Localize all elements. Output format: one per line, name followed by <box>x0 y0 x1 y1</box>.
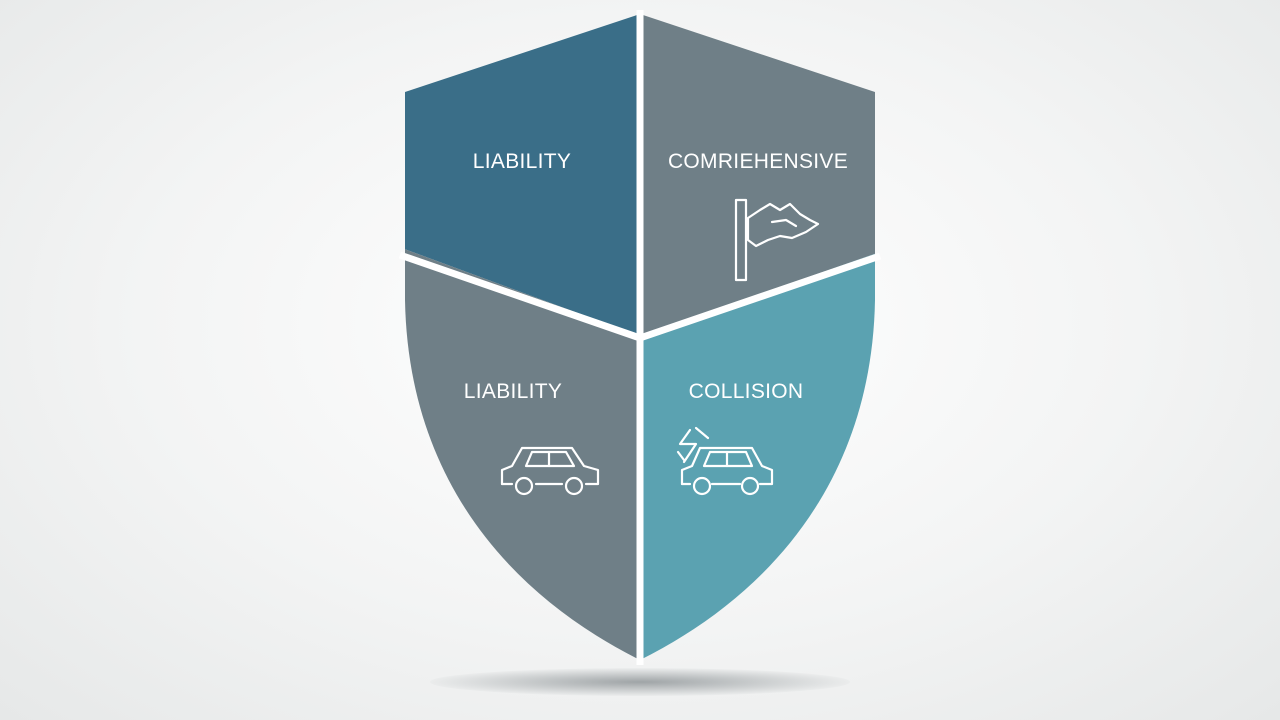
car-icon <box>500 446 600 496</box>
segment-top-left <box>405 14 640 336</box>
car-collision-icon <box>676 426 774 496</box>
segment-label-top-left: LIABILITY <box>473 150 571 173</box>
segment-label-bottom-left: LIABILITY <box>464 380 562 403</box>
flag-icon <box>734 198 820 282</box>
shield-shadow <box>430 668 850 696</box>
segment-label-bottom-right: COLLISION <box>689 380 804 403</box>
segment-label-top-right: COMRIEHENSIVE <box>668 150 848 173</box>
segment-top-right <box>640 14 875 336</box>
shield-dividers <box>398 10 882 665</box>
